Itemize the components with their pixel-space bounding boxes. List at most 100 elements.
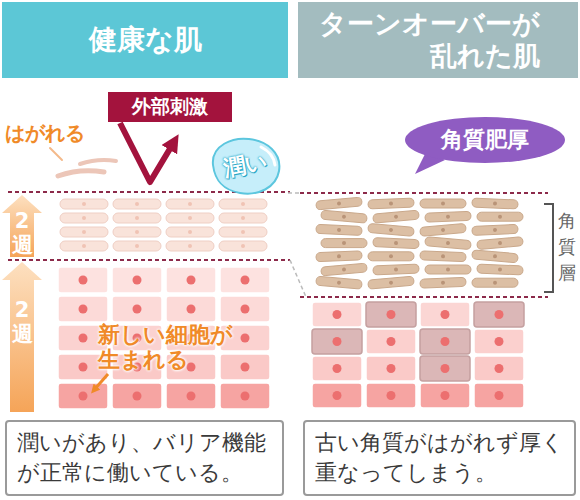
comparison-line <box>290 260 306 297</box>
flat-cell <box>420 251 466 262</box>
cell-nucleus <box>387 310 396 319</box>
cell-nucleus <box>493 254 497 258</box>
living-cell <box>366 356 416 381</box>
flat-cell <box>321 263 368 276</box>
flat-cell <box>113 227 161 237</box>
cell-body <box>113 227 161 237</box>
cell-body <box>60 199 108 209</box>
flat-cell <box>373 264 419 275</box>
flat-cell <box>373 210 420 223</box>
cell-nucleus <box>333 364 342 373</box>
peeling-flake <box>58 171 104 176</box>
flat-cell <box>316 251 362 262</box>
cell-body <box>474 329 524 354</box>
header-box: 健康な肌 <box>2 2 288 78</box>
flat-cell <box>420 223 467 236</box>
cell-body <box>472 250 519 263</box>
cell-nucleus <box>389 201 393 205</box>
living-cell <box>474 329 524 354</box>
cell-body <box>220 354 270 380</box>
layer-label: 角質層 <box>556 208 578 286</box>
living-cell <box>58 383 108 409</box>
cell-nucleus <box>495 337 504 346</box>
cell-nucleus <box>333 337 342 346</box>
flat-cell <box>472 278 518 287</box>
cell-nucleus <box>337 254 341 258</box>
note-box: 古い角質がはがれず厚く重なってしまう。 <box>303 420 576 496</box>
flat-cell <box>219 241 267 251</box>
cell-nucleus <box>441 364 450 373</box>
cell-body <box>420 356 470 381</box>
cell-body <box>366 356 416 381</box>
cell-nucleus <box>133 305 142 314</box>
cell-body <box>425 211 471 222</box>
flat-cell <box>219 199 267 209</box>
living-cell <box>366 302 416 327</box>
header-text: 健康な肌 <box>89 21 202 59</box>
flat-cell <box>472 250 519 263</box>
cell-body <box>219 213 267 223</box>
cell-nucleus <box>241 363 250 372</box>
cell-body <box>112 296 162 322</box>
cell-body <box>321 239 367 248</box>
cell-body <box>477 264 523 275</box>
living-cell <box>166 383 216 409</box>
cell-body <box>366 302 416 327</box>
cell-nucleus <box>133 392 142 401</box>
cell-nucleus <box>82 216 86 220</box>
living-cell <box>58 267 108 293</box>
cell-nucleus <box>241 334 250 343</box>
cell-nucleus <box>187 305 196 314</box>
living-cell <box>420 356 470 381</box>
living-cell <box>220 383 270 409</box>
cell-nucleus <box>82 230 86 234</box>
flat-cell <box>166 199 214 209</box>
flat-cell <box>316 276 363 289</box>
cell-nucleus <box>342 241 346 245</box>
cell-body <box>60 213 108 223</box>
cell-body <box>220 267 270 293</box>
cell-nucleus <box>241 216 245 220</box>
living-cell <box>312 329 362 354</box>
cell-body <box>166 267 216 293</box>
cell-body <box>166 241 214 251</box>
header-text: ターンオーバーが 乱れた肌 <box>318 8 540 72</box>
cell-body <box>425 237 472 250</box>
cell-nucleus <box>135 202 139 206</box>
bracket <box>544 204 553 292</box>
cell-nucleus <box>441 391 450 400</box>
living-cell <box>312 383 362 408</box>
living-cell <box>112 296 162 322</box>
cell-layers <box>58 197 524 409</box>
flat-cell <box>219 227 267 237</box>
flat-cell <box>166 213 214 223</box>
leader-line <box>50 148 62 160</box>
cell-nucleus <box>441 254 445 258</box>
living-cell <box>166 296 216 322</box>
cell-body <box>113 199 161 209</box>
cell-body <box>58 383 108 409</box>
cell-nucleus <box>337 201 341 205</box>
cell-body <box>420 383 470 408</box>
flat-cell <box>321 239 367 248</box>
living-cell <box>420 302 470 327</box>
living-cell <box>474 302 524 327</box>
cell-body <box>368 198 414 209</box>
cell-body <box>312 329 362 354</box>
cell-body <box>166 383 216 409</box>
cell-nucleus <box>493 201 497 205</box>
cell-nucleus <box>187 392 196 401</box>
cell-body <box>312 383 362 408</box>
living-cell <box>474 356 524 381</box>
stimulus-text: 外部刺激 <box>132 94 208 120</box>
droplet-blob <box>213 139 280 194</box>
cell-body <box>60 227 108 237</box>
cell-body <box>166 296 216 322</box>
cell-body <box>113 241 161 251</box>
flat-cell <box>60 241 108 251</box>
cell-nucleus <box>333 391 342 400</box>
cell-body <box>420 251 466 262</box>
cell-body <box>368 252 414 261</box>
cell-body <box>373 210 420 223</box>
annotation-text: 新しい細胞が 生まれる <box>98 322 248 372</box>
